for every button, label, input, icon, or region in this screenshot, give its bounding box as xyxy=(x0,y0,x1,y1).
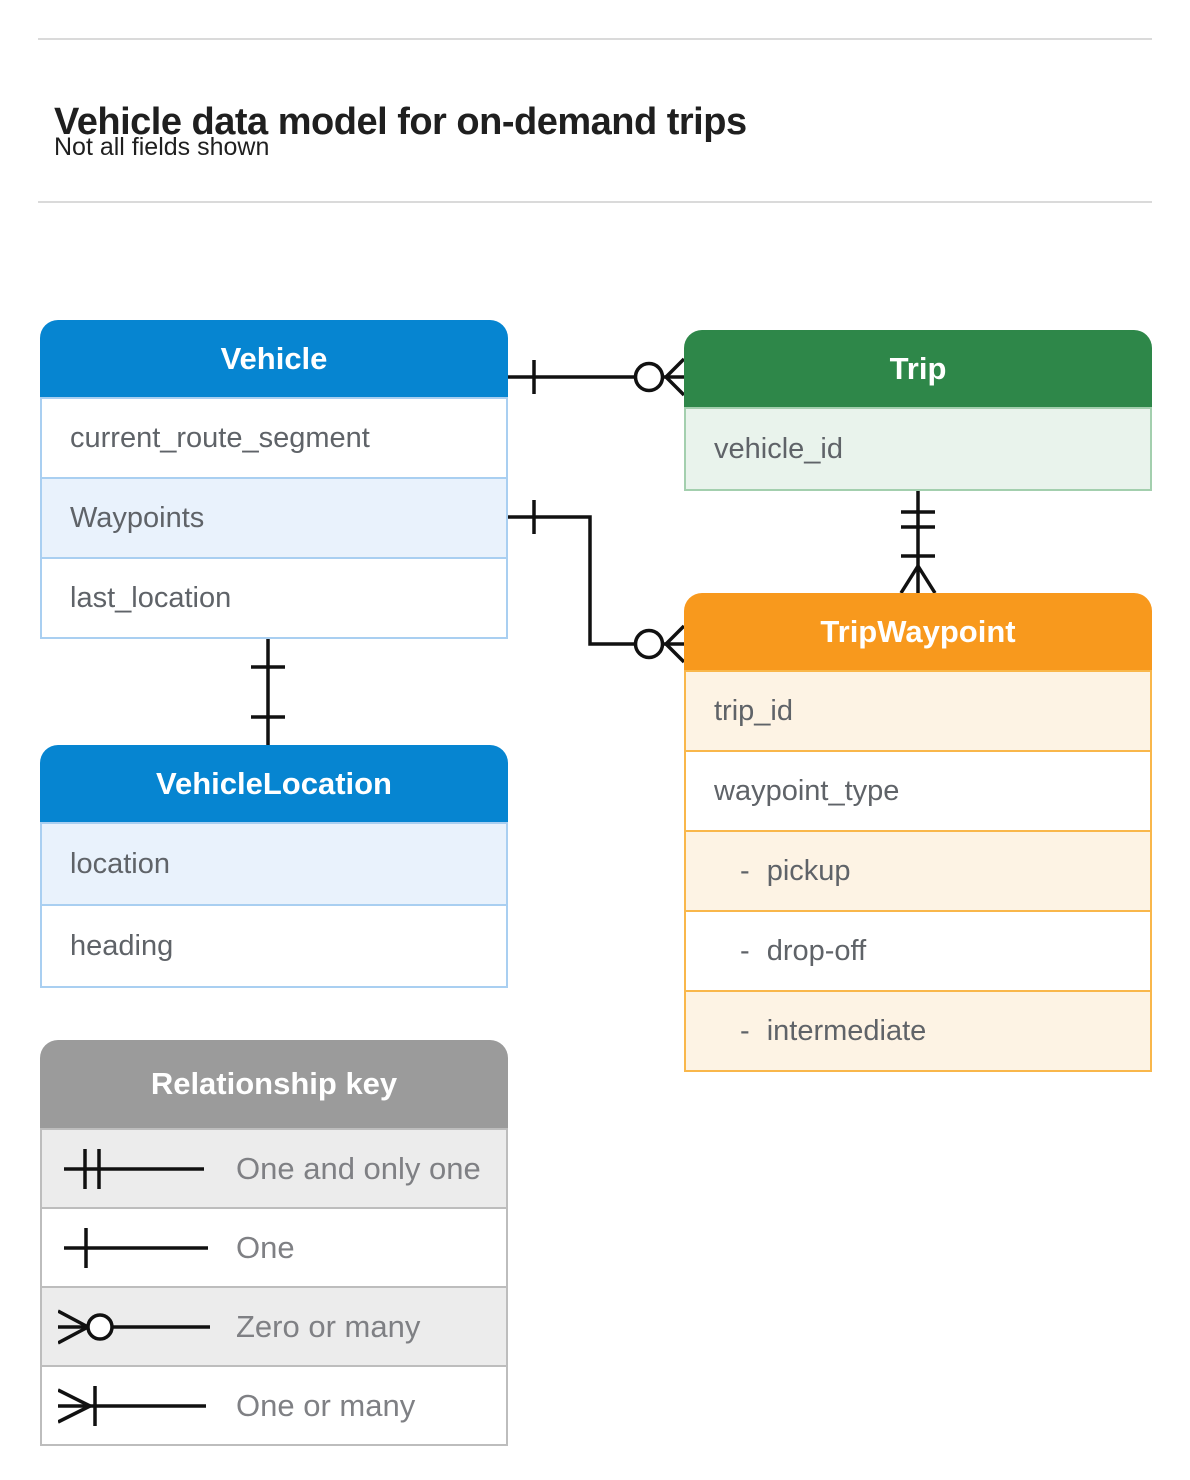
field-current-route-segment: current_route_segment xyxy=(42,397,506,477)
key-item-one: One xyxy=(42,1207,506,1286)
page-subtitle: Not all fields shown xyxy=(54,133,270,161)
one-or-many-icon xyxy=(58,1385,206,1426)
rel-vehicle-trip xyxy=(508,357,686,397)
field-vehicle-id: vehicle_id xyxy=(686,407,1150,489)
field-waypoint-type-intermediate: - intermediate xyxy=(686,990,1150,1070)
key-item-zero-or-many: Zero or many xyxy=(42,1286,506,1365)
zero-or-many-icon xyxy=(58,1308,210,1345)
entity-vehiclelocation: VehicleLocation location heading xyxy=(40,745,508,988)
rel-trip-tripwaypoint xyxy=(899,490,937,594)
zero-circle-icon xyxy=(633,628,665,660)
field-waypoint-type: waypoint_type xyxy=(686,750,1150,830)
relationship-key: Relationship key One and only one One xyxy=(40,1040,508,1446)
key-item-label: One and only one xyxy=(236,1150,481,1186)
entity-vehiclelocation-title: VehicleLocation xyxy=(40,745,508,822)
rel-waypoints-tripwaypoint xyxy=(508,500,686,664)
entity-trip-title: Trip xyxy=(684,330,1152,407)
crow-foot-icon xyxy=(664,624,686,664)
relationship-key-title: Relationship key xyxy=(40,1040,508,1128)
field-trip-id: trip_id xyxy=(686,670,1150,750)
top-divider xyxy=(38,38,1152,40)
crow-foot-icon xyxy=(899,565,937,594)
field-waypoint-type-pickup: - pickup xyxy=(686,830,1150,910)
one-and-only-one-icon xyxy=(64,1148,204,1189)
entity-trip: Trip vehicle_id xyxy=(684,330,1152,491)
field-heading: heading xyxy=(42,904,506,986)
page-title: Vehicle data model for on-demand trips xyxy=(54,101,747,144)
key-item-one-or-many: One or many xyxy=(42,1365,506,1444)
field-waypoint-type-dropoff: - drop-off xyxy=(686,910,1150,990)
key-item-label: One or many xyxy=(236,1387,416,1423)
entity-tripwaypoint-title: TripWaypoint xyxy=(684,593,1152,670)
entity-vehicle: Vehicle current_route_segment Waypoints … xyxy=(40,320,508,639)
header-divider xyxy=(38,201,1152,203)
field-location: location xyxy=(42,822,506,904)
key-item-one-and-only-one: One and only one xyxy=(42,1128,506,1207)
entity-tripwaypoint: TripWaypoint trip_id waypoint_type - pic… xyxy=(684,593,1152,1072)
field-last-location: last_location xyxy=(42,557,506,637)
key-item-label: One xyxy=(236,1229,295,1265)
field-waypoints: Waypoints xyxy=(42,477,506,557)
one-icon xyxy=(64,1227,208,1268)
entity-vehicle-title: Vehicle xyxy=(40,320,508,397)
rel-vehicle-vehiclelocation xyxy=(251,635,285,745)
crow-foot-icon xyxy=(664,357,686,397)
zero-circle-icon xyxy=(633,361,665,393)
key-item-label: Zero or many xyxy=(236,1308,421,1344)
